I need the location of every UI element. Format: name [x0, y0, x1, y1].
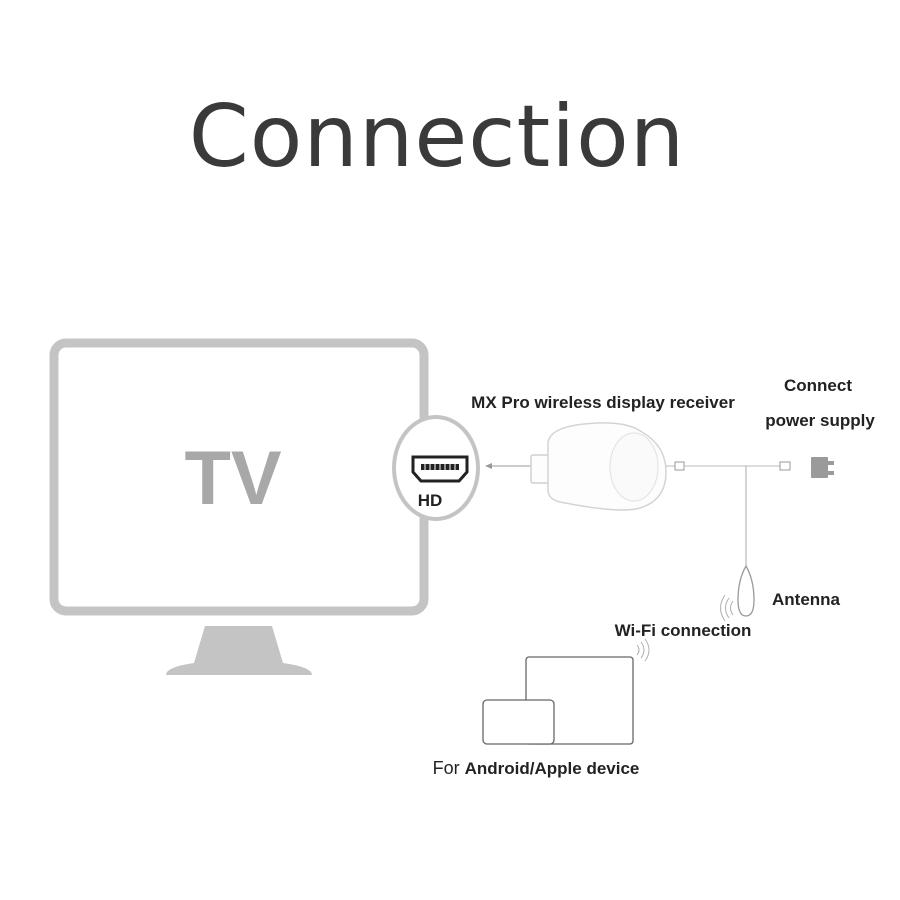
power-cable: [666, 461, 791, 471]
hdmi-arrow: [485, 463, 531, 469]
antenna-label: Antenna: [772, 590, 841, 609]
arrow-head-icon: [485, 463, 492, 469]
hdmi-port-icon: [411, 455, 469, 483]
wifi-connection-label: Wi-Fi connection: [615, 621, 752, 640]
tv-stand: [166, 626, 312, 675]
power-label-line1: Connect: [784, 376, 852, 395]
page-title: Connection: [189, 87, 686, 187]
power-plug-icon: [811, 457, 834, 478]
devices-label-main: Android/Apple device: [465, 759, 640, 778]
devices-label: For Android/Apple device: [433, 758, 640, 778]
device-wifi-signal-icon: [636, 638, 650, 662]
tv-monitor: TV: [49, 338, 429, 675]
mobile-devices: [482, 656, 634, 745]
hdmi-port-label: HD: [418, 491, 443, 510]
receiver-label: MX Pro wireless display receiver: [471, 393, 735, 412]
antenna: [737, 466, 755, 617]
antenna-wifi-signal-icon: [720, 594, 734, 622]
phone-device: [482, 699, 555, 745]
hdmi-port-callout: HD: [392, 415, 480, 521]
antenna-tip: [737, 564, 755, 617]
devices-label-prefix: For: [433, 758, 465, 778]
dongle-cap: [609, 432, 659, 502]
power-label-line2: power supply: [765, 411, 875, 430]
receiver-dongle: [530, 422, 667, 511]
tv-label: TV: [184, 436, 281, 521]
